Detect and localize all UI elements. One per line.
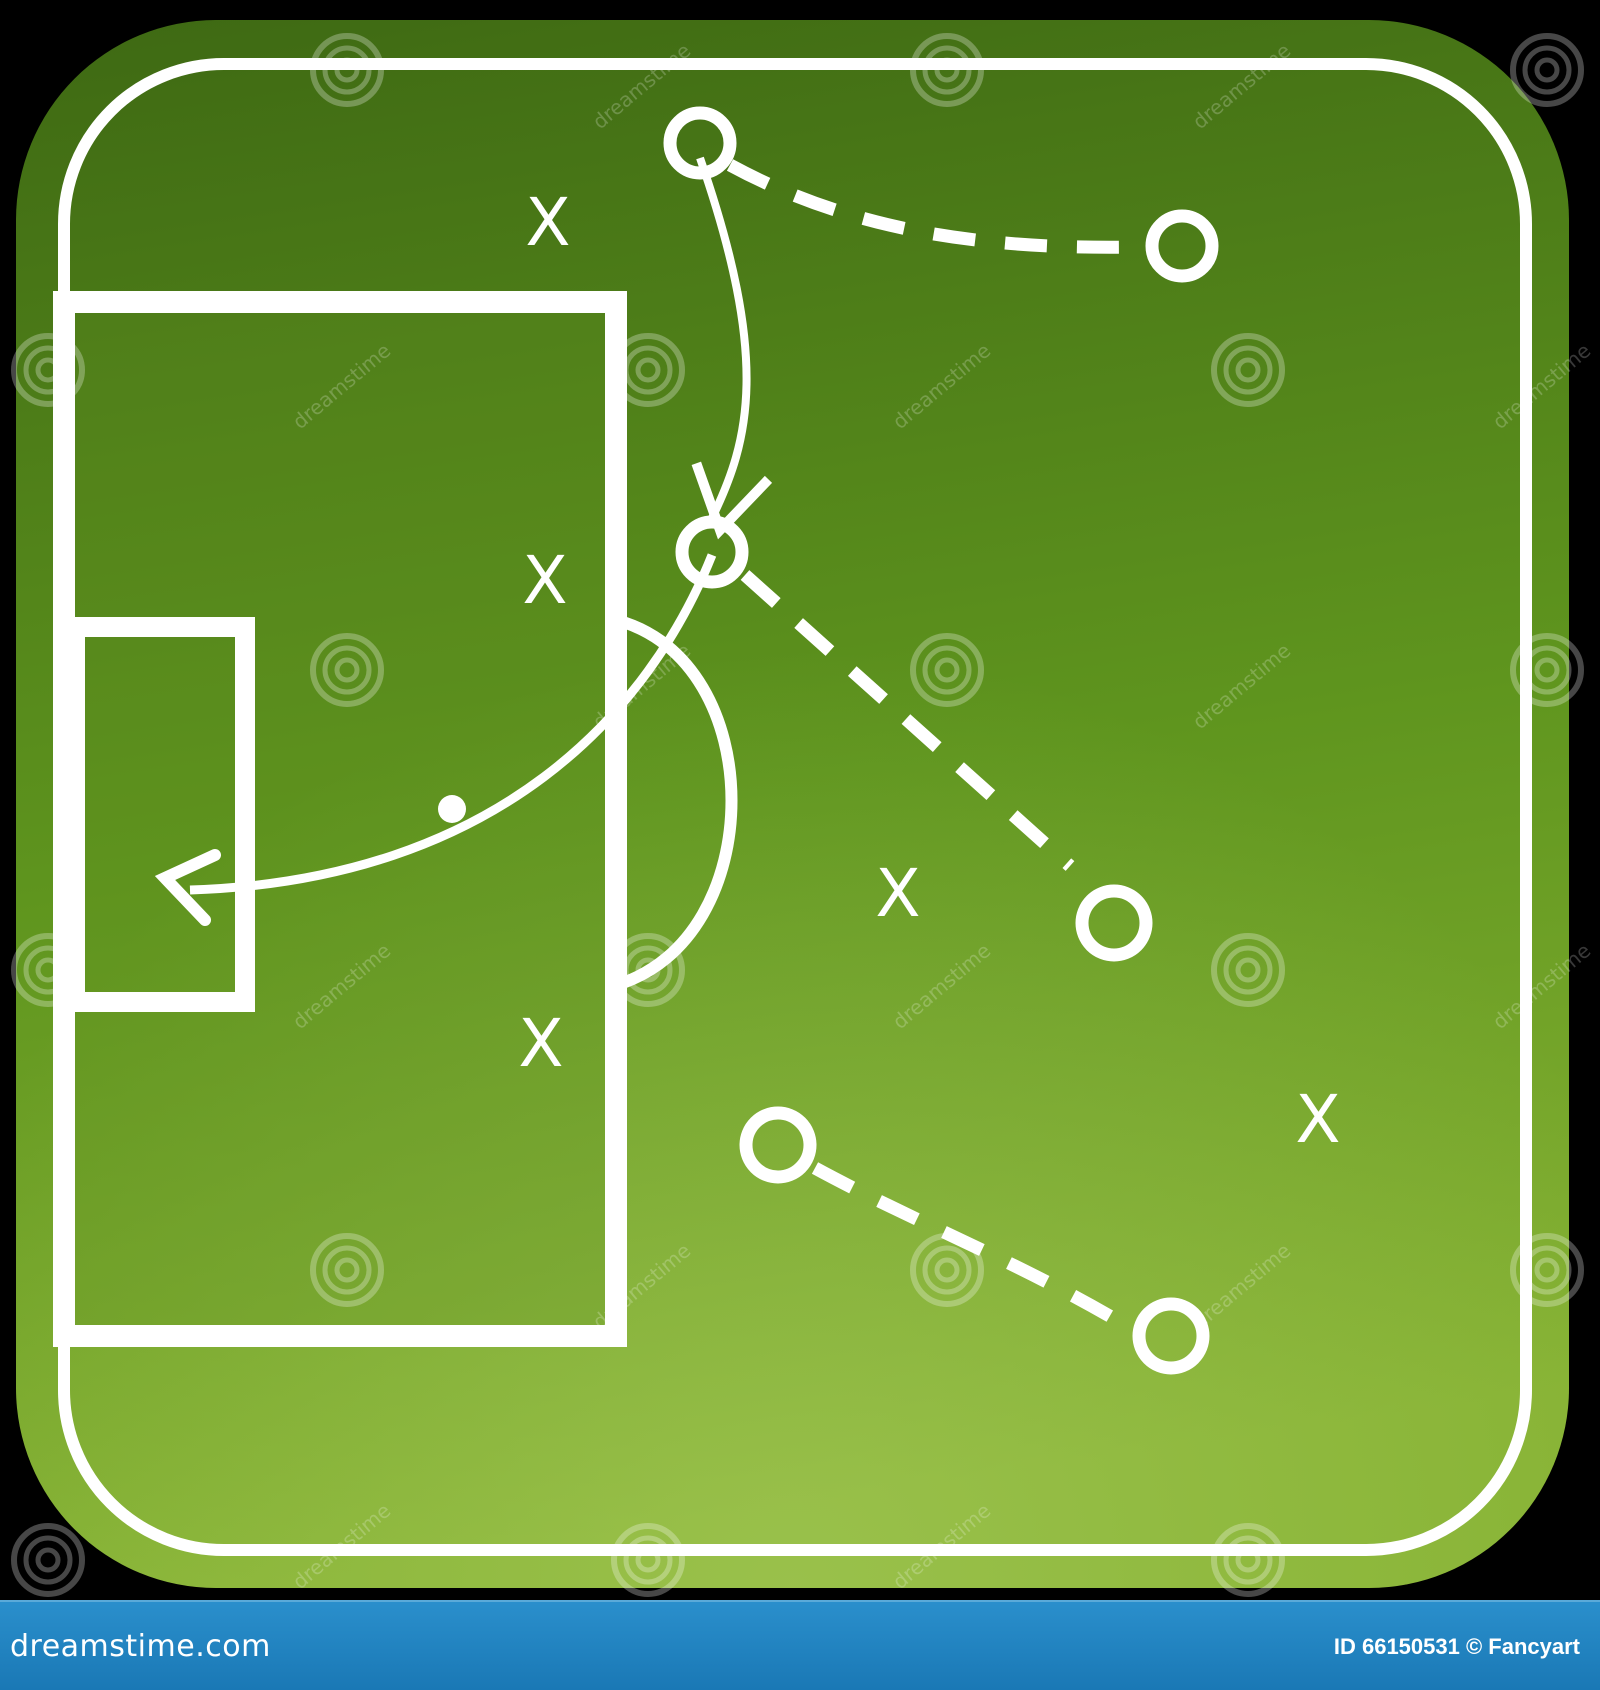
circle-player-icon <box>675 515 749 589</box>
tactics-board: X X X X X dreamstime dreamstime <box>11 20 1596 1597</box>
footer-image-id: ID 66150531 © Fancyart <box>1333 1634 1580 1659</box>
circle-player-icon <box>1145 209 1219 283</box>
dashed-pass-middle <box>740 570 1075 871</box>
circle-player-icon <box>1075 884 1153 962</box>
pitch-highlight <box>16 20 1569 1588</box>
penalty-area <box>53 291 627 1347</box>
defender-mark: X <box>518 1005 563 1082</box>
run-path-curve <box>696 156 751 520</box>
run-arrowhead <box>691 461 773 540</box>
penalty-spot <box>438 795 466 823</box>
defender-mark: X <box>522 542 567 619</box>
defender-mark: X <box>875 855 920 932</box>
goal-area <box>65 617 255 1012</box>
circle-player-icon <box>663 106 737 180</box>
defender-mark: X <box>1295 1081 1340 1158</box>
credit-footer: dreamstime.com ID 66150531 © Fancyart <box>0 1600 1600 1690</box>
footer-brand: dreamstime.com <box>10 1629 271 1664</box>
circle-player-icon <box>1132 1297 1210 1375</box>
circle-player-icon <box>739 1106 817 1184</box>
shot-path-curve <box>189 553 717 895</box>
penalty-arc <box>614 614 738 991</box>
defender-mark: X <box>525 184 570 261</box>
shot-arrowhead <box>154 849 221 926</box>
